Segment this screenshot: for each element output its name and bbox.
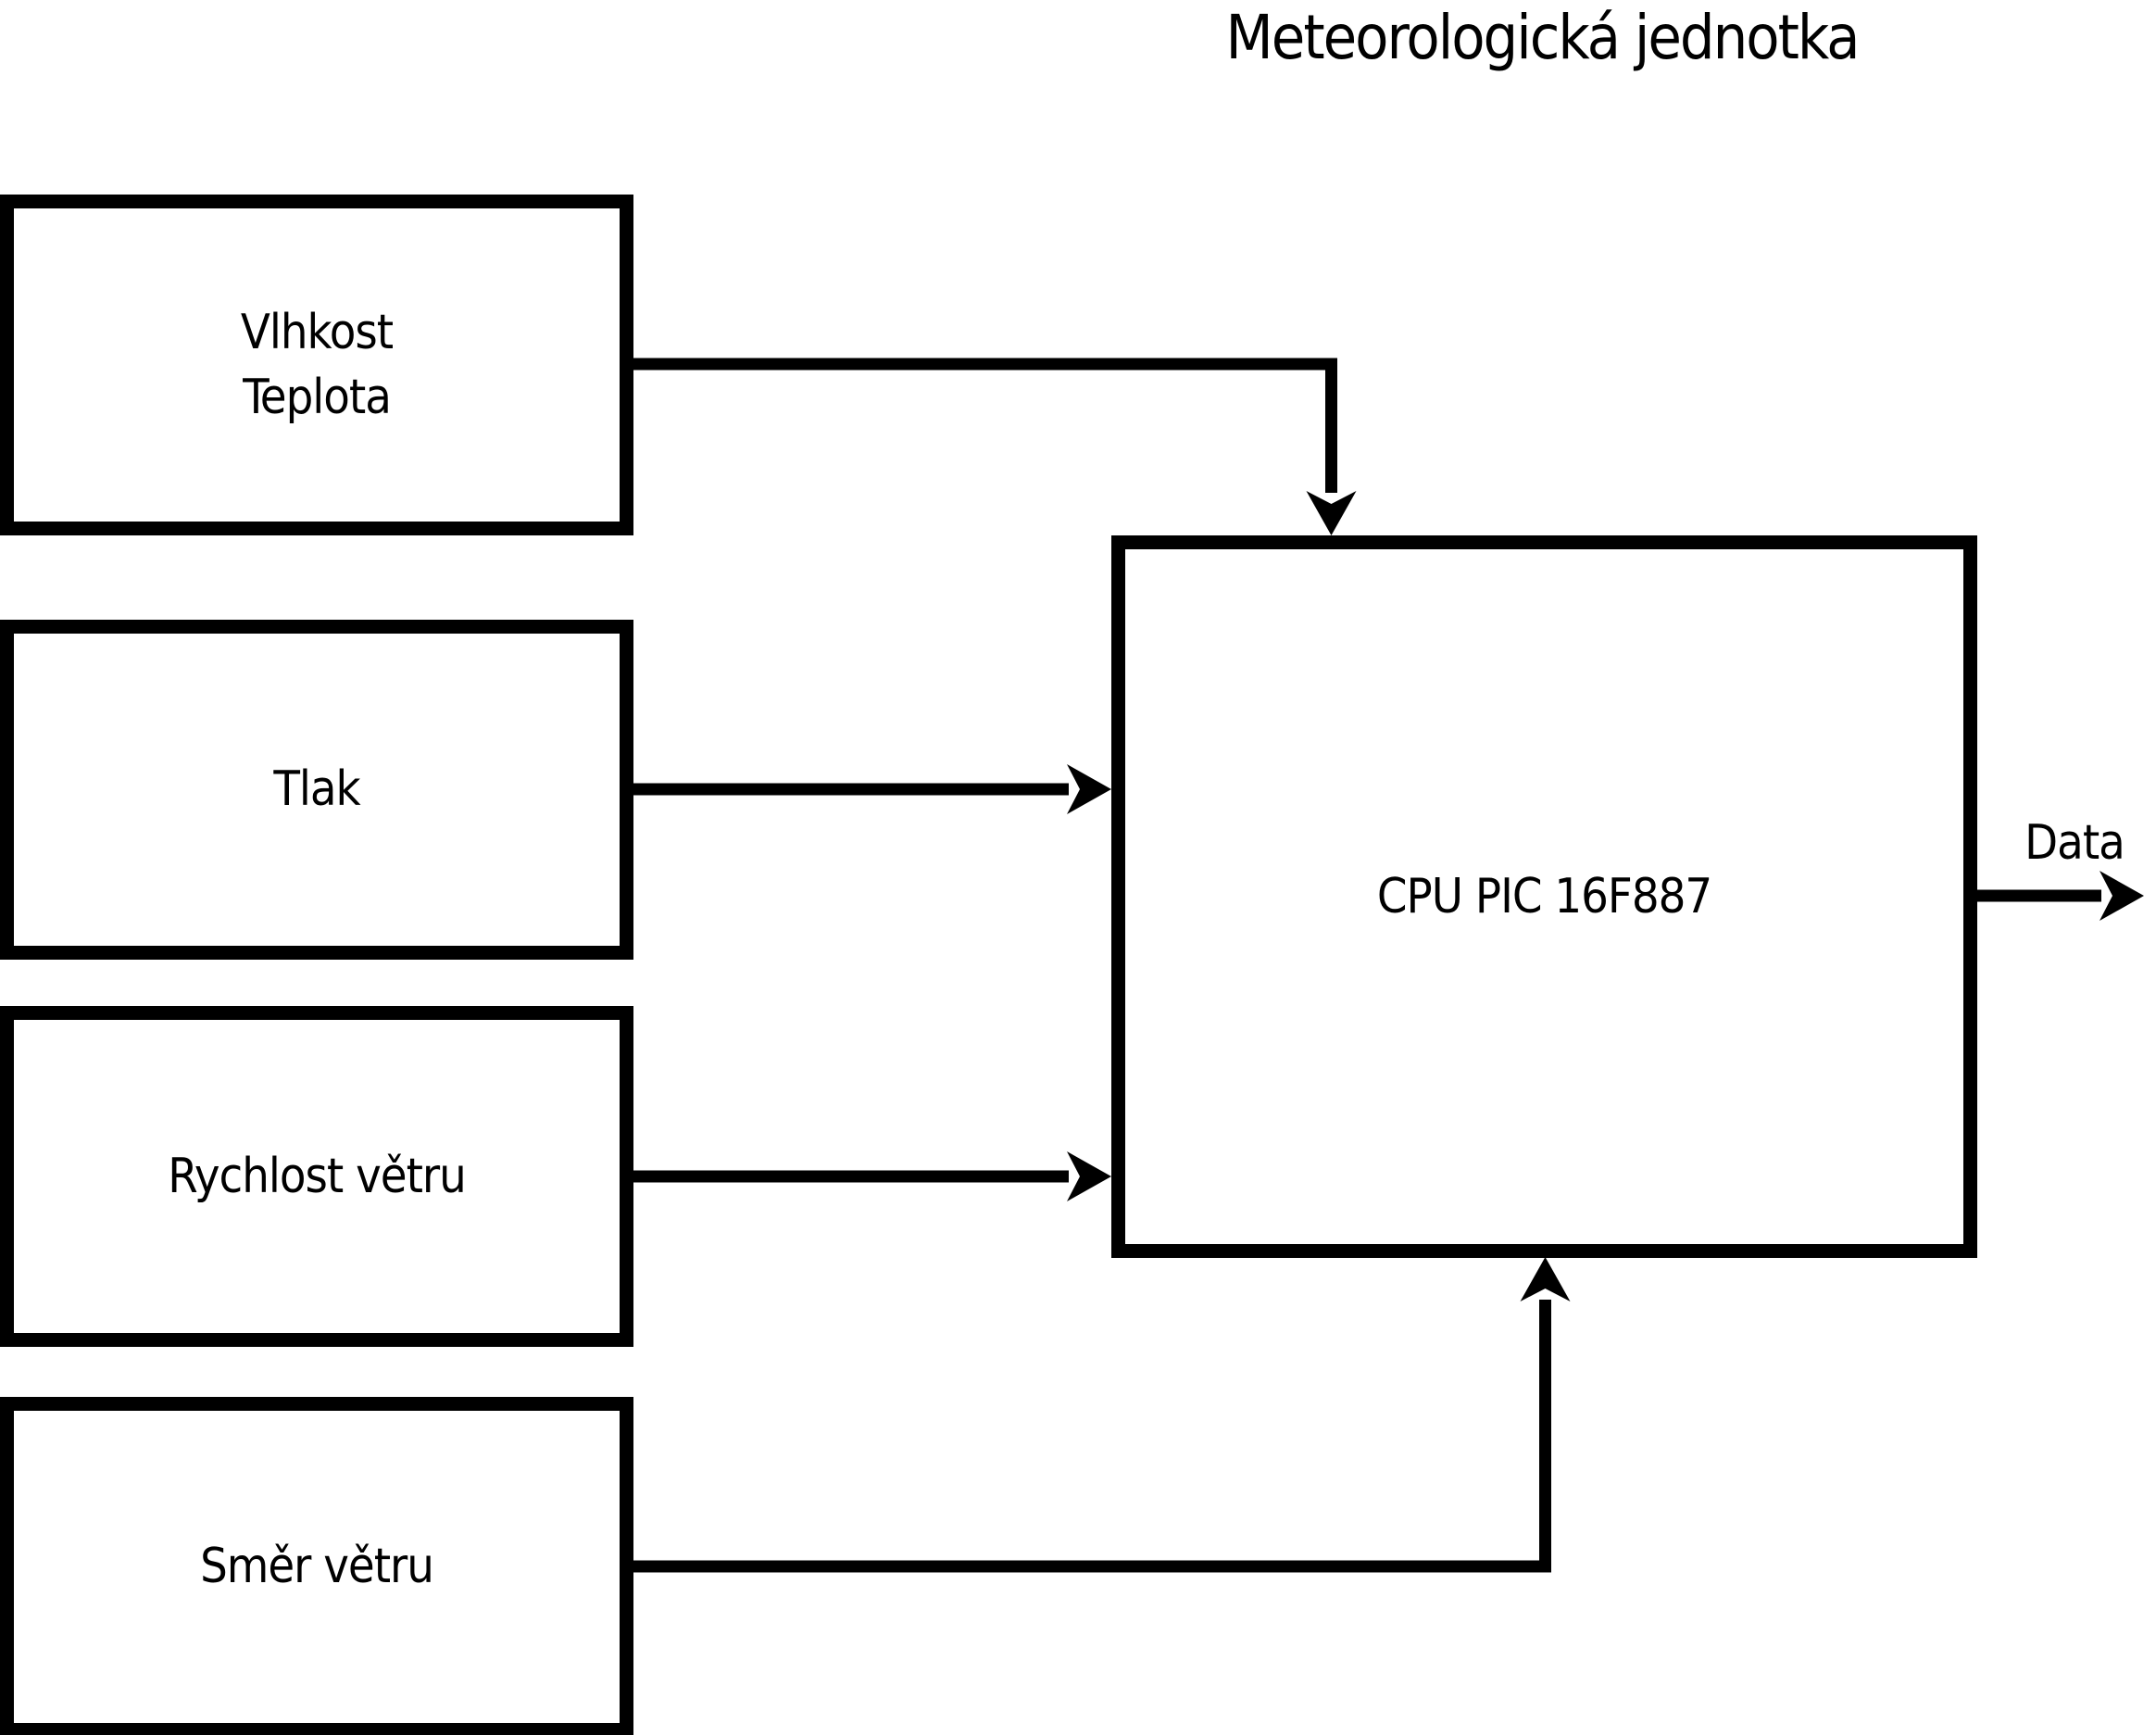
connector-humidity-to-cpu	[633, 358, 1357, 535]
connector-winddir-to-cpu	[633, 1257, 1571, 1573]
arrowhead-right-icon	[1067, 1151, 1111, 1201]
connector-windspeed-to-cpu	[633, 1151, 1111, 1201]
box-humidity-temperature: Vlhkost Teplota	[0, 195, 633, 535]
arrowhead-up-icon	[1520, 1257, 1571, 1301]
connector-pressure-to-cpu	[633, 764, 1111, 814]
connector-humidity-line	[633, 358, 1337, 493]
box-wind-direction: Směr větru	[0, 1397, 633, 1735]
diagram-title: Meteorologická jednotka	[1225, 2, 1861, 73]
connector-winddir-line	[633, 1300, 1551, 1573]
box-pressure-label: Tlak	[273, 761, 360, 818]
cpu-label: CPU PIC 16F887	[1376, 868, 1712, 924]
box-humidity-temperature-label-line2: Teplota	[243, 370, 392, 425]
box-cpu: CPU PIC 16F887	[1111, 535, 1977, 1258]
arrowhead-right-icon	[2100, 871, 2144, 921]
box-wind-speed-label: Rychlost větru	[168, 1148, 467, 1204]
box-wind-direction-label: Směr větru	[200, 1539, 434, 1595]
box-pressure: Tlak	[0, 620, 633, 960]
connector-cpu-to-data	[1977, 871, 2144, 921]
box-wind-speed: Rychlost větru	[0, 1006, 633, 1347]
arrowhead-right-icon	[1067, 764, 1111, 814]
data-output-label: Data	[2024, 815, 2125, 871]
box-humidity-temperature-label-line1: Vlhkost	[240, 304, 394, 360]
arrowhead-down-icon	[1306, 491, 1357, 535]
